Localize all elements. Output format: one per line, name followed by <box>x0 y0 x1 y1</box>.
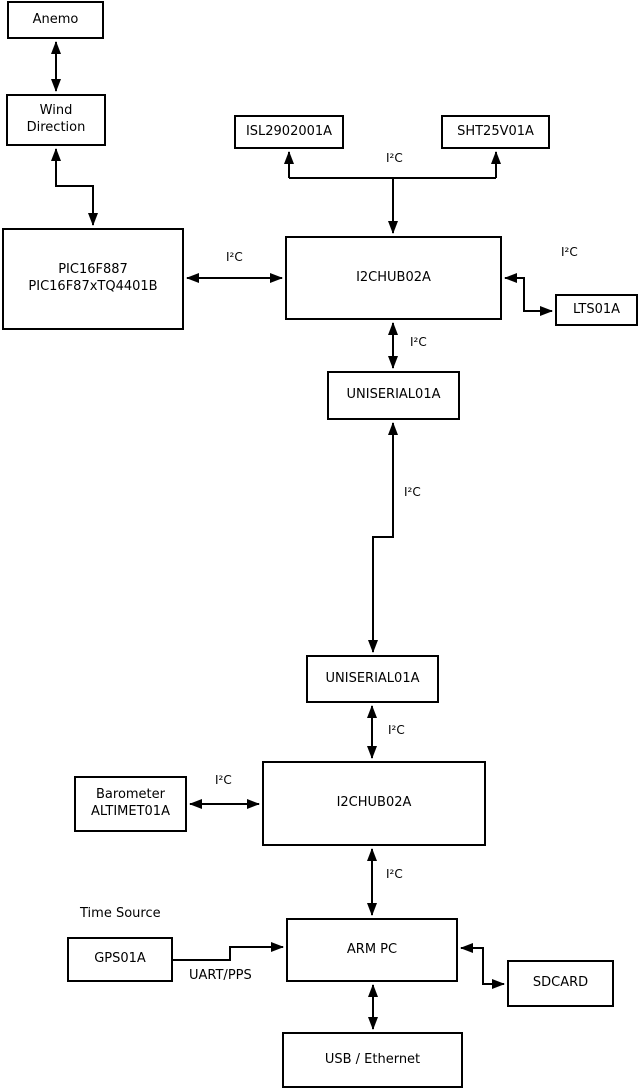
node-sht-label: SHT25V01A <box>457 123 534 139</box>
node-anemo: Anemo <box>7 1 104 39</box>
node-sdcard: SDCARD <box>507 960 614 1007</box>
label-i2c-hub1-lts: I²C <box>561 245 578 259</box>
node-wind-direction: Wind Direction <box>6 94 106 146</box>
node-sht: SHT25V01A <box>441 115 550 149</box>
label-i2c-hub2-armpc: I²C <box>386 867 403 881</box>
node-gps-label: GPS01A <box>94 951 146 967</box>
node-i2chub-top: I2CHUB02A <box>285 236 502 320</box>
node-uniserial-top: UNISERIAL01A <box>327 371 460 420</box>
node-pic-line1: PIC16F887 <box>58 262 128 278</box>
edge-wind-pic <box>51 148 98 226</box>
node-barometer-line1: Barometer <box>96 787 165 803</box>
node-usb-ethernet-label: USB / Ethernet <box>324 1051 421 1067</box>
label-i2c-branch: I²C <box>386 151 403 165</box>
label-i2c-pic-hub1: I²C <box>226 250 243 264</box>
node-pic: PIC16F887 PIC16F87xTQ4401B <box>2 228 184 330</box>
node-barometer-line2: ALTIMET01A <box>91 804 170 819</box>
node-i2chub-top-label: I2CHUB02A <box>356 269 431 285</box>
node-i2chub-bottom: I2CHUB02A <box>262 761 486 846</box>
node-uniserial-bottom: UNISERIAL01A <box>306 655 439 703</box>
node-uniserial-bottom-label: UNISERIAL01A <box>325 670 420 686</box>
node-wind-direction-line1: Wind <box>39 103 73 119</box>
label-i2c-barometer-hub2: I²C <box>215 773 232 787</box>
node-lts-label: LTS01A <box>572 301 621 317</box>
node-barometer: Barometer ALTIMET01A <box>74 776 187 832</box>
label-i2c-uniserial2-hub2: I²C <box>388 723 405 737</box>
node-pic-line2: PIC16F87xTQ4401B <box>28 279 158 294</box>
label-uart-pps: UART/PPS <box>189 968 252 983</box>
node-i2chub-bottom-label: I2CHUB02A <box>336 795 412 811</box>
node-isl-label: ISL2902001A <box>245 123 333 139</box>
label-i2c-uniserial1-uniserial2: I²C <box>404 485 421 499</box>
node-arm-pc: ARM PC <box>286 918 458 982</box>
node-wind-direction-line2: Direction <box>26 120 86 135</box>
node-gps: GPS01A <box>67 937 173 982</box>
node-sdcard-label: SDCARD <box>532 975 589 991</box>
node-usb-ethernet: USB / Ethernet <box>282 1032 463 1088</box>
node-uniserial-top-label: UNISERIAL01A <box>346 387 441 403</box>
node-arm-pc-label: ARM PC <box>346 941 398 957</box>
edge-hub1-lts <box>504 273 553 316</box>
node-lts: LTS01A <box>555 294 638 326</box>
edge-gps-armpc <box>173 942 284 961</box>
edge-armpc-sdcard <box>460 943 505 989</box>
label-time-source: Time Source <box>80 906 161 921</box>
node-isl: ISL2902001A <box>234 115 344 149</box>
label-i2c-hub1-uniserial1: I²C <box>410 335 427 349</box>
edge-uniserial1-uniserial2 <box>368 422 398 653</box>
node-anemo-label: Anemo <box>32 11 79 27</box>
